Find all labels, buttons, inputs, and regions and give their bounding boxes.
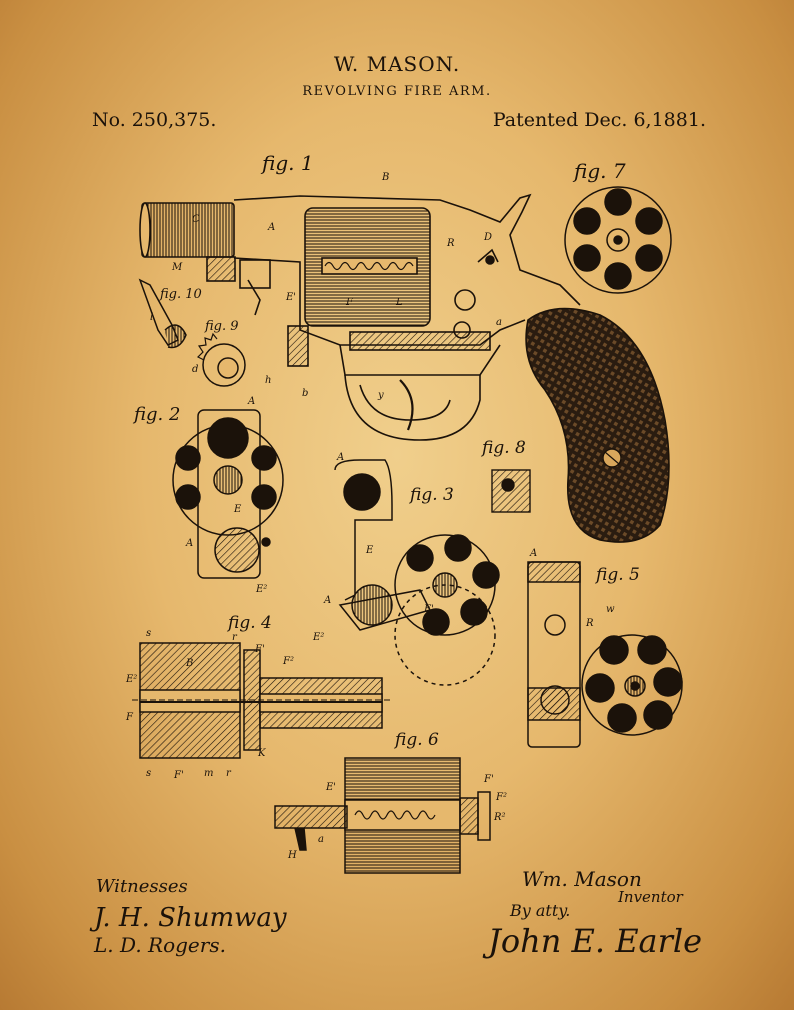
part-letter: K xyxy=(257,748,266,759)
figure-4-section xyxy=(132,642,390,759)
fig-8-label: fig. 8 xyxy=(480,438,526,458)
part-letter: r xyxy=(226,768,232,779)
part-letter: F xyxy=(125,712,134,723)
fig-7-label: fig. 7 xyxy=(572,159,626,183)
part-letter: E² xyxy=(312,632,324,643)
part-letter: C xyxy=(192,214,200,225)
fig-4-label: fig. 4 xyxy=(226,613,272,633)
part-letter: H xyxy=(287,850,297,861)
part-letter: d xyxy=(192,364,198,375)
witnesses-label: Witnesses xyxy=(96,876,188,897)
figure-3-mechanism xyxy=(334,459,500,686)
figure-1-revolver xyxy=(139,193,670,543)
part-letter: M xyxy=(171,262,183,273)
part-letter: F' xyxy=(423,604,434,615)
figure-8-detail xyxy=(491,469,531,513)
part-letter: A xyxy=(267,222,275,233)
part-letter: L xyxy=(395,297,403,308)
part-letter: F² xyxy=(282,656,294,667)
fig-9-label: fig. 9 xyxy=(204,319,239,334)
fig-6-label: fig. 6 xyxy=(393,730,439,750)
fig-3-label: fig. 3 xyxy=(408,485,454,505)
part-letter: y xyxy=(377,390,384,401)
part-letter: R² xyxy=(493,812,506,823)
grip xyxy=(525,307,670,543)
figure-9-ratchet xyxy=(196,332,246,387)
inventor-signature: Wm. Mason xyxy=(522,867,642,891)
part-letter: B xyxy=(185,658,193,669)
figure-5-rear-view xyxy=(527,561,683,748)
patent-number: No. 250,375. xyxy=(92,109,217,131)
fig-2-label: fig. 2 xyxy=(132,404,180,425)
part-letter: E' xyxy=(325,782,336,793)
trigger xyxy=(399,379,414,431)
trigger-guard xyxy=(344,374,481,441)
part-letter: a xyxy=(318,834,324,845)
part-letter: B xyxy=(381,172,389,183)
part-letter: s xyxy=(146,768,151,779)
figure-7-cylinder-end xyxy=(564,186,672,294)
fig-1-label: fig. 1 xyxy=(260,151,314,175)
barrel xyxy=(141,202,235,258)
inventor-name: W. MASON. xyxy=(333,52,461,76)
patent-date: Patented Dec. 6,1881. xyxy=(492,109,706,131)
fig-5-label: fig. 5 xyxy=(594,565,640,585)
part-letter: m xyxy=(204,768,213,779)
figure-10-lever xyxy=(138,278,187,349)
part-letter: h xyxy=(265,375,271,386)
part-letter: A xyxy=(323,595,331,606)
part-letter: F' xyxy=(254,644,265,655)
part-letter: b xyxy=(302,388,308,399)
attorney-signature: John E. Earle xyxy=(482,922,702,960)
part-letter: A xyxy=(185,538,193,549)
part-letter: F² xyxy=(495,792,507,803)
part-letter: E² xyxy=(125,674,137,685)
part-letter: D xyxy=(483,232,492,243)
part-letter: r xyxy=(232,632,238,643)
part-letter: R xyxy=(585,618,594,629)
witness-1-signature: J. H. Shumway xyxy=(89,903,287,933)
part-letter: s xyxy=(146,628,151,639)
figure-2-front-view xyxy=(172,409,284,579)
patent-title: REVOLVING FIRE ARM. xyxy=(302,84,492,99)
part-letter: F xyxy=(345,297,354,308)
frame-top xyxy=(233,193,581,306)
part-letter: A xyxy=(247,396,255,407)
part-letter: E' xyxy=(285,292,296,303)
figure-6-section xyxy=(274,757,491,874)
part-letter: E xyxy=(233,504,242,515)
part-letter: E xyxy=(365,545,374,556)
part-letter: F' xyxy=(173,770,184,781)
part-letter: F' xyxy=(483,774,494,785)
witness-2-signature: L. D. Rogers. xyxy=(93,933,226,957)
part-letter: l xyxy=(150,312,153,323)
part-letter: w xyxy=(606,604,615,615)
part-letter: R xyxy=(446,238,455,249)
part-letter: E² xyxy=(255,584,267,595)
fig-10-label: fig. 10 xyxy=(159,287,202,302)
part-letter: A xyxy=(529,548,537,559)
attorney-label: By atty. xyxy=(509,901,570,920)
part-letter: a xyxy=(496,317,502,328)
inventor-label: Inventor xyxy=(617,888,684,906)
part-letter: A xyxy=(336,452,344,463)
